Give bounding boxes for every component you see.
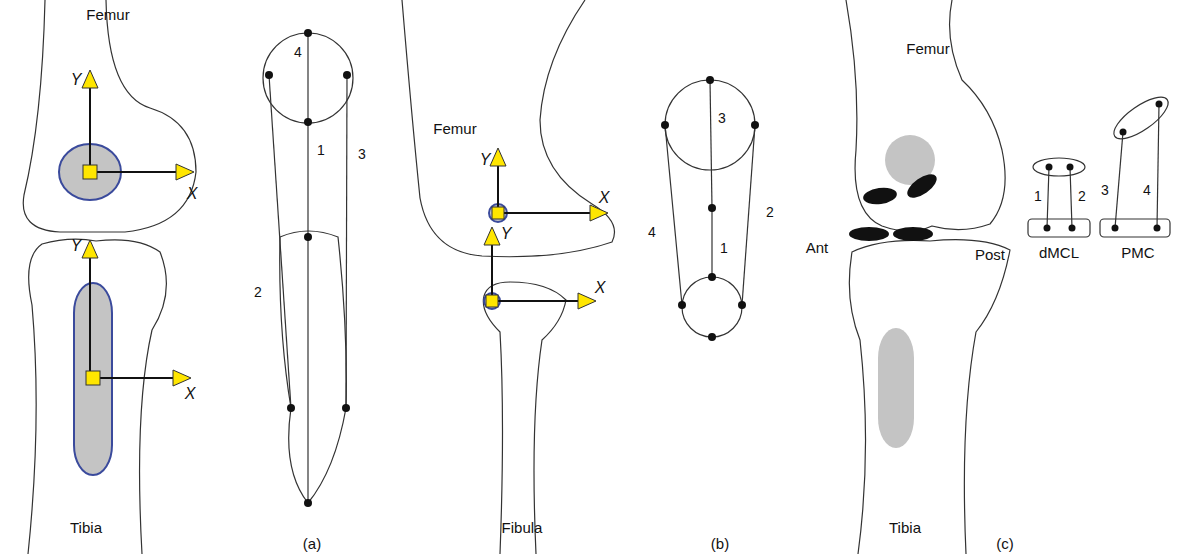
bone-name: Tibia	[889, 520, 921, 535]
callout-number: 3	[1101, 183, 1109, 197]
fibula-outline	[483, 282, 566, 554]
femur-outline	[23, 0, 196, 232]
axis-label: Y	[501, 226, 512, 242]
axis-arrowhead	[578, 293, 596, 309]
panel-label: (a)	[303, 536, 321, 551]
bone-name: Femur	[906, 41, 949, 56]
tibia-outline	[849, 240, 1010, 554]
axis-arrowhead	[176, 164, 194, 180]
axis-arrowhead	[82, 70, 98, 88]
callout-number: 4	[294, 45, 302, 59]
bone-name: Tibia	[70, 520, 102, 535]
dmcl-tibial	[849, 227, 889, 241]
origin-marker	[492, 207, 504, 219]
axis-label: Y	[480, 152, 491, 168]
femur-outline	[402, 0, 615, 257]
fibular-insertion	[484, 293, 500, 309]
axis-label: X	[187, 186, 198, 202]
callout-number: 3	[718, 111, 726, 125]
axis-arrowhead	[173, 370, 191, 386]
callout-number: 4	[1143, 183, 1151, 197]
origin-marker	[486, 295, 498, 307]
axis-arrowhead	[490, 148, 506, 166]
dmcl-femoral	[862, 186, 898, 207]
ligament-name: dMCL	[1039, 245, 1079, 260]
bone-name: Femur	[433, 121, 476, 136]
panel-label: (b)	[711, 536, 729, 551]
axis-arrowhead	[590, 205, 608, 221]
bone-name: Fibula	[502, 520, 543, 535]
callout-number: 3	[358, 147, 366, 161]
axis-label: Y	[71, 238, 82, 254]
axis-arrowhead	[82, 240, 98, 258]
origin-marker	[83, 165, 97, 179]
axis-label: X	[599, 190, 610, 206]
callout-number: 1	[317, 143, 325, 157]
callout-number: 2	[1078, 189, 1086, 203]
callout-number: 2	[766, 205, 774, 219]
callout-number: 1	[720, 241, 728, 255]
axis-label: X	[595, 280, 606, 296]
tibial-area	[878, 328, 914, 448]
direction-label: Ant	[806, 240, 829, 255]
origin-marker	[86, 371, 100, 385]
femoral-insertion	[489, 204, 507, 222]
ligament-name: PMC	[1121, 245, 1154, 260]
pmc-femoral	[903, 170, 940, 203]
axis-label: X	[185, 386, 196, 402]
direction-label: Post	[975, 247, 1005, 262]
callout-number: 2	[254, 285, 262, 299]
callout-number: 4	[648, 225, 656, 239]
panel-label: (c)	[996, 536, 1014, 551]
bone-name: Femur	[86, 7, 129, 22]
axis-label: Y	[71, 72, 82, 88]
femur-outline	[846, 0, 1005, 231]
axis-arrowhead	[484, 227, 500, 245]
pmc-tibial	[893, 227, 933, 241]
callout-number: 1	[1034, 189, 1042, 203]
tibia-outline	[28, 239, 166, 554]
